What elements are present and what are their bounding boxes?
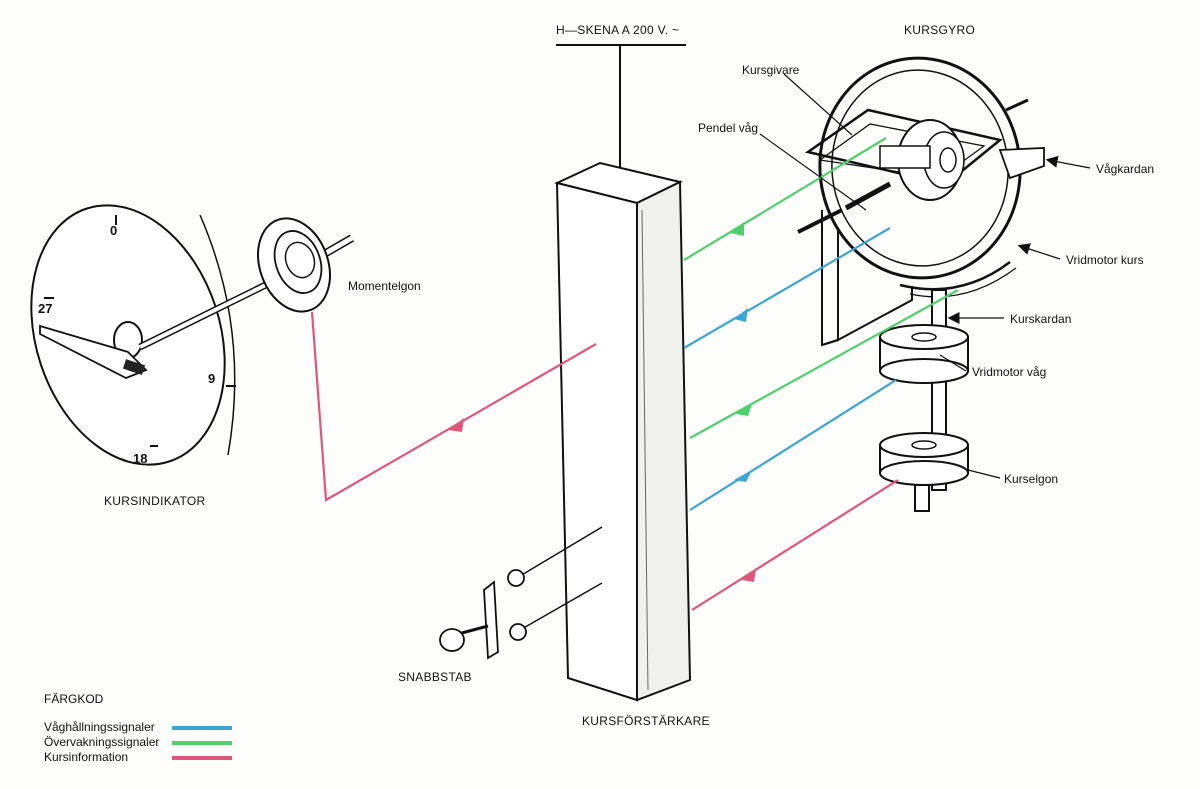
- dial-number-0: 0: [110, 223, 118, 238]
- vridmotor-kurs-label: Vridmotor kurs: [1066, 253, 1144, 267]
- legend-label-leveling: Våghållningssignaler: [44, 720, 155, 734]
- signal-line-leveling-2: [689, 379, 897, 511]
- rail-label: H—SKENA A 200 V. ~: [556, 23, 680, 37]
- snabbstab-label: SNABBSTAB: [398, 670, 472, 684]
- legend-swatch-supervision: [172, 741, 232, 745]
- quick-stabilization-switch: [439, 526, 603, 660]
- tilt-torque-motor: [879, 324, 969, 384]
- legend-label-supervision: Övervakningssignaler: [44, 735, 160, 749]
- signal-line-leveling-1: [683, 227, 891, 349]
- signal-line-heading-2: [310, 311, 597, 502]
- signal-line-heading-1: [691, 479, 899, 611]
- kursindikator-label: KURSINDIKATOR: [104, 494, 206, 508]
- label-leaders: [759, 73, 1091, 479]
- amplifier-box: [554, 161, 692, 702]
- rail-connection: [556, 44, 686, 192]
- vridmotor-vag-label: Vridmotor våg: [972, 365, 1047, 379]
- dial-pointer: [39, 324, 148, 379]
- legend-label-heading: Kursinformation: [44, 750, 129, 764]
- torque-synchro: [257, 217, 331, 313]
- dial-number-27: 27: [38, 301, 53, 316]
- heading-synchro: [879, 432, 969, 486]
- legend-title: FÄRGKOD: [44, 692, 104, 706]
- kurskardan-label: Kurskardan: [1010, 312, 1072, 326]
- legend-swatch-leveling: [172, 726, 232, 730]
- kursforstarkare-label: KURSFÖRSTÄRKARE: [582, 714, 710, 728]
- heading-indicator-dial: [30, 204, 354, 466]
- legend-swatch-heading: [172, 756, 232, 760]
- pendel-vag-label: Pendel våg: [698, 121, 759, 135]
- kurselgon-label: Kurselgon: [1004, 472, 1059, 486]
- signal-line-supervision-1: [683, 137, 887, 261]
- gyro-title-label: KURSGYRO: [904, 23, 976, 37]
- momentelgon-label: Momentelgon: [348, 279, 421, 293]
- dial-number-18: 18: [133, 451, 148, 466]
- vagkardan-label: Vågkardan: [1096, 162, 1155, 176]
- dial-number-9: 9: [208, 371, 216, 386]
- kursgivare-label: Kursgivare: [742, 63, 800, 77]
- signal-line-supervision-2: [689, 289, 959, 439]
